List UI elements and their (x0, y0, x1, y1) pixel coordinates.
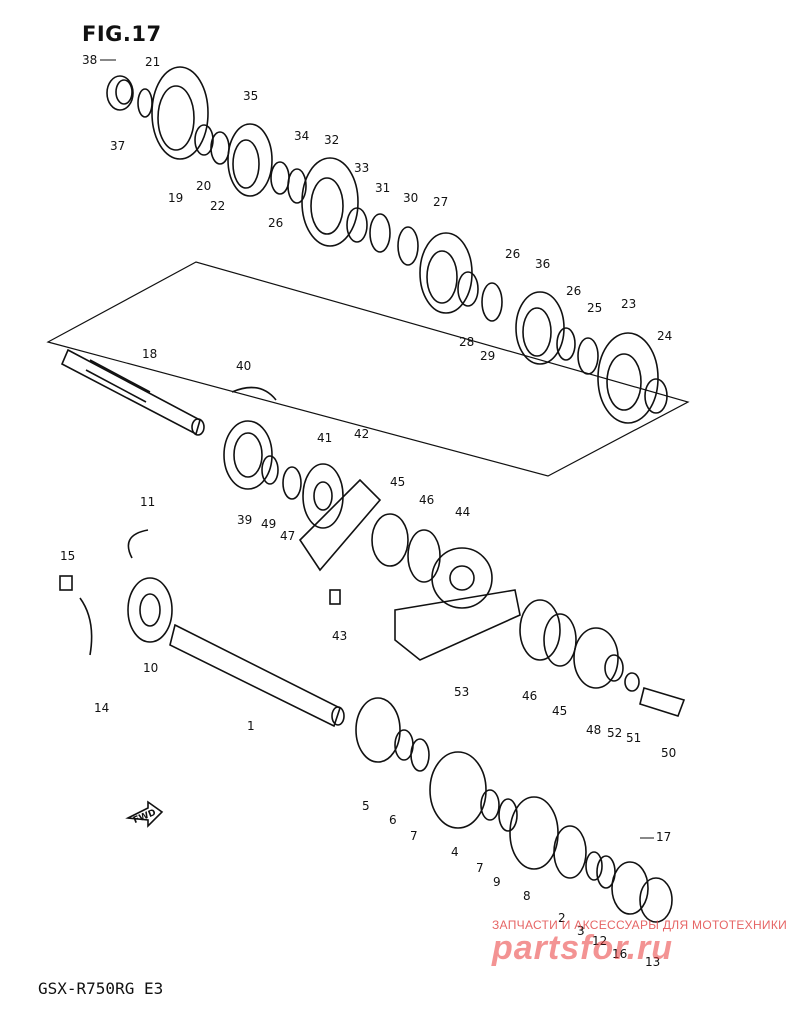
fwd-arrow-icon (125, 800, 164, 828)
callout-12: 12 (592, 934, 607, 948)
callout-17: 17 (656, 830, 671, 844)
callout-7b: 7 (476, 861, 484, 875)
callout-42: 42 (354, 427, 369, 441)
callout-36: 36 (535, 257, 550, 271)
callout-52: 52 (607, 726, 622, 740)
callout-37: 37 (110, 139, 125, 153)
callout-5: 5 (362, 799, 370, 813)
callout-43: 43 (332, 629, 347, 643)
callout-26c: 26 (566, 284, 581, 298)
figure-title: FIG.17 (82, 22, 162, 46)
callout-46: 46 (419, 493, 434, 507)
callout-7: 7 (410, 829, 418, 843)
panel-outline (46, 261, 690, 477)
callout-3: 3 (577, 924, 585, 938)
callout-19: 19 (168, 191, 183, 205)
callout-15: 15 (60, 549, 75, 563)
callout-53: 53 (454, 685, 469, 699)
callout-14: 14 (94, 701, 109, 715)
output-hardware (519, 599, 686, 717)
callout-22: 22 (210, 199, 225, 213)
callout-49: 49 (261, 517, 276, 531)
callout-28: 28 (459, 335, 474, 349)
callout-45: 45 (390, 475, 405, 489)
callout-44: 44 (455, 505, 470, 519)
callout-32: 32 (324, 133, 339, 147)
watermark-tagline: ЗАПЧАСТИ И АКСЕССУАРЫ ДЛЯ МОТОТЕХНИКИ (492, 918, 788, 932)
callout-38: 38 (82, 53, 97, 67)
callout-29: 29 (480, 349, 495, 363)
callout-45b: 45 (552, 704, 567, 718)
callout-2: 2 (558, 911, 566, 925)
model-code: GSX-R750RG E3 (38, 979, 164, 998)
callout-47: 47 (280, 529, 295, 543)
sprocket-group (59, 386, 521, 661)
callout-50: 50 (661, 746, 676, 760)
callout-9: 9 (493, 875, 501, 889)
watermark-logo: partsfor.ru (492, 929, 674, 967)
callout-1: 1 (247, 719, 255, 733)
callout-51: 51 (626, 731, 641, 745)
callout-31: 31 (375, 181, 390, 195)
callout-8: 8 (523, 889, 531, 903)
callout-26b: 26 (505, 247, 520, 261)
callout-25: 25 (587, 301, 602, 315)
callout-33: 33 (354, 161, 369, 175)
callout-34: 34 (294, 129, 309, 143)
leader-lines (100, 59, 654, 839)
callout-46b: 46 (522, 689, 537, 703)
callout-23: 23 (621, 297, 636, 311)
callout-6: 6 (389, 813, 397, 827)
callout-11: 11 (140, 495, 155, 509)
callout-10: 10 (143, 661, 158, 675)
callout-26: 26 (268, 216, 283, 230)
callout-40: 40 (236, 359, 251, 373)
callout-4: 4 (451, 845, 459, 859)
callout-27: 27 (433, 195, 448, 209)
callout-35: 35 (243, 89, 258, 103)
callout-20: 20 (196, 179, 211, 193)
callout-16: 16 (612, 947, 627, 961)
mainshaft-1 (127, 577, 673, 923)
callout-39: 39 (237, 513, 252, 527)
callout-24: 24 (657, 329, 672, 343)
callout-13: 13 (645, 955, 660, 969)
callout-18: 18 (142, 347, 157, 361)
countershaft-18 (60, 348, 205, 436)
callout-48: 48 (586, 723, 601, 737)
countershaft-gears (106, 66, 668, 424)
callout-21: 21 (145, 55, 160, 69)
callout-41: 41 (317, 431, 332, 445)
callout-30: 30 (403, 191, 418, 205)
